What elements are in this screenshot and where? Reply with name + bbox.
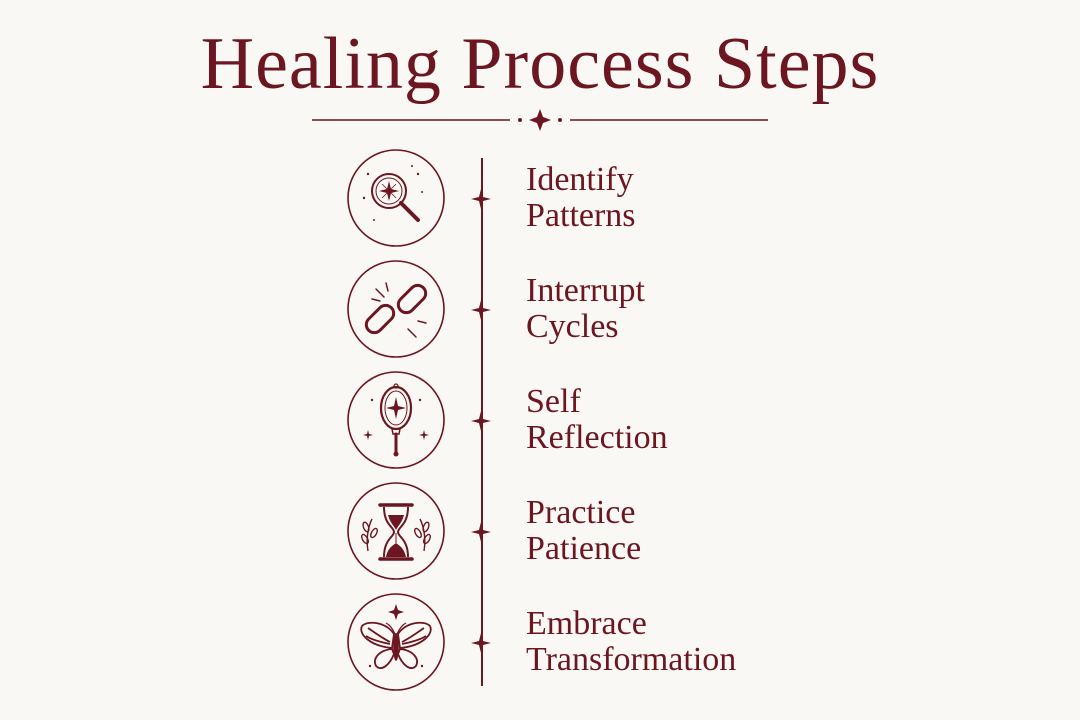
magnifier-icon — [347, 149, 445, 247]
divider-star-icon — [529, 109, 551, 131]
step-label: Interrupt Cycles — [526, 272, 645, 345]
hand-mirror-icon — [347, 371, 445, 469]
step-label: Identify Patterns — [526, 161, 636, 234]
step-label: Practice Patience — [526, 494, 642, 567]
step-self-reflection: Self Reflection — [340, 370, 760, 478]
broken-chain-icon — [347, 260, 445, 358]
step-label: Embrace Transformation — [526, 605, 737, 678]
step-embrace-transformation: Embrace Transformation — [340, 592, 760, 700]
step-practice-patience: Practice Patience — [340, 481, 760, 589]
timeline-node-icon — [471, 633, 491, 653]
step-interrupt-cycles: Interrupt Cycles — [340, 259, 760, 367]
timeline-node-icon — [471, 189, 491, 209]
title-divider — [312, 109, 768, 131]
step-label: Self Reflection — [526, 383, 668, 456]
page-title: Healing Process Steps — [200, 23, 880, 105]
timeline-node-icon — [471, 300, 491, 320]
timeline-node-icon — [471, 411, 491, 431]
step-identify-patterns: Identify Patterns — [340, 148, 760, 256]
timeline-node-icon — [471, 522, 491, 542]
hourglass-icon — [347, 482, 445, 580]
butterfly-icon — [347, 593, 445, 691]
